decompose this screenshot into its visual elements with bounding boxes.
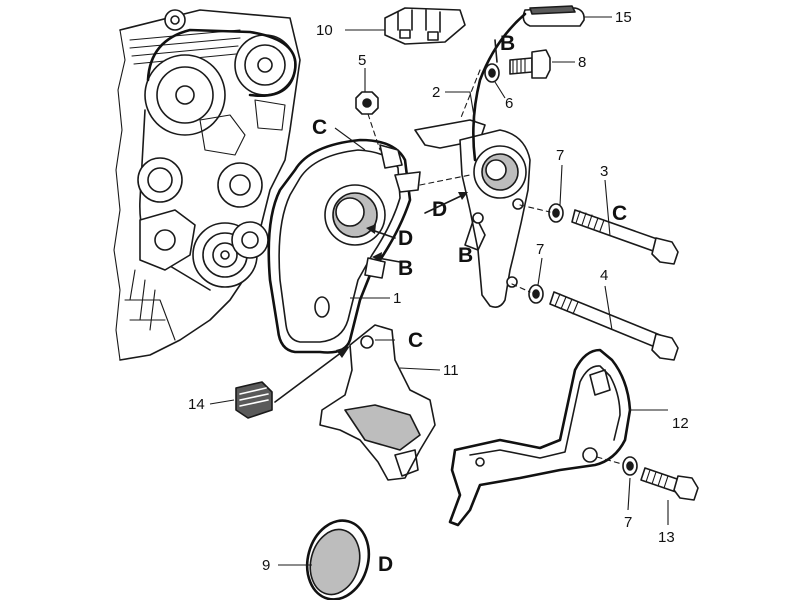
part-1-rear-timing-cover [267, 138, 421, 354]
marker-d-mid: D [432, 198, 447, 221]
callout-5: 5 [358, 52, 366, 69]
part-11-lower-bracket [319, 324, 436, 481]
part-15-grommet [522, 5, 585, 27]
part-8-bolt [509, 49, 551, 79]
part-12-lower-cover [448, 348, 632, 527]
callout-7-mid: 7 [536, 241, 544, 258]
callout-4: 4 [600, 267, 608, 284]
part-10-upper-bracket [384, 7, 466, 45]
part-6-washer [484, 63, 500, 83]
callout-2: 2 [432, 84, 440, 101]
part-2-front-cover-bracket [414, 119, 531, 308]
marker-c-bracket: C [408, 329, 423, 352]
number-callouts: 10 5 2 15 8 6 7 3 7 4 1 11 12 14 7 13 9 [188, 9, 689, 574]
callout-15: 15 [615, 9, 632, 26]
arrow-14-to-11 [274, 346, 350, 403]
callout-10: 10 [316, 22, 333, 39]
marker-b-mid: B [458, 244, 473, 267]
part-14-rubber-mount [235, 381, 273, 419]
part-3-long-bolt [548, 203, 679, 265]
callout-1: 1 [393, 290, 401, 307]
part-9-cap [305, 519, 371, 600]
callout-13: 13 [658, 529, 675, 546]
callout-8: 8 [578, 54, 586, 71]
leader-lines [209, 16, 669, 566]
part-5-nut [355, 91, 379, 115]
marker-c-top: C [312, 116, 327, 139]
marker-arrows [366, 39, 498, 263]
marker-c-bolt: C [612, 202, 627, 225]
engine-block-illustration [113, 9, 301, 361]
marker-d-cover: D [398, 227, 413, 250]
part-4-long-bolt [528, 284, 679, 361]
part-13-bolt [640, 467, 699, 501]
callout-11: 11 [443, 362, 459, 379]
callout-7-low: 7 [624, 514, 632, 531]
marker-b-top: B [500, 32, 515, 55]
callout-3: 3 [600, 163, 608, 180]
marker-b-cover: B [398, 257, 413, 280]
letter-markers: B B B C C C D D D [312, 32, 627, 576]
marker-d-cap: D [378, 553, 393, 576]
callout-12: 12 [672, 415, 689, 432]
callout-7-top: 7 [556, 147, 564, 164]
callout-14: 14 [188, 396, 205, 413]
callout-6: 6 [505, 95, 513, 112]
part-7-washer-lower [622, 456, 638, 476]
callout-9: 9 [262, 557, 270, 574]
